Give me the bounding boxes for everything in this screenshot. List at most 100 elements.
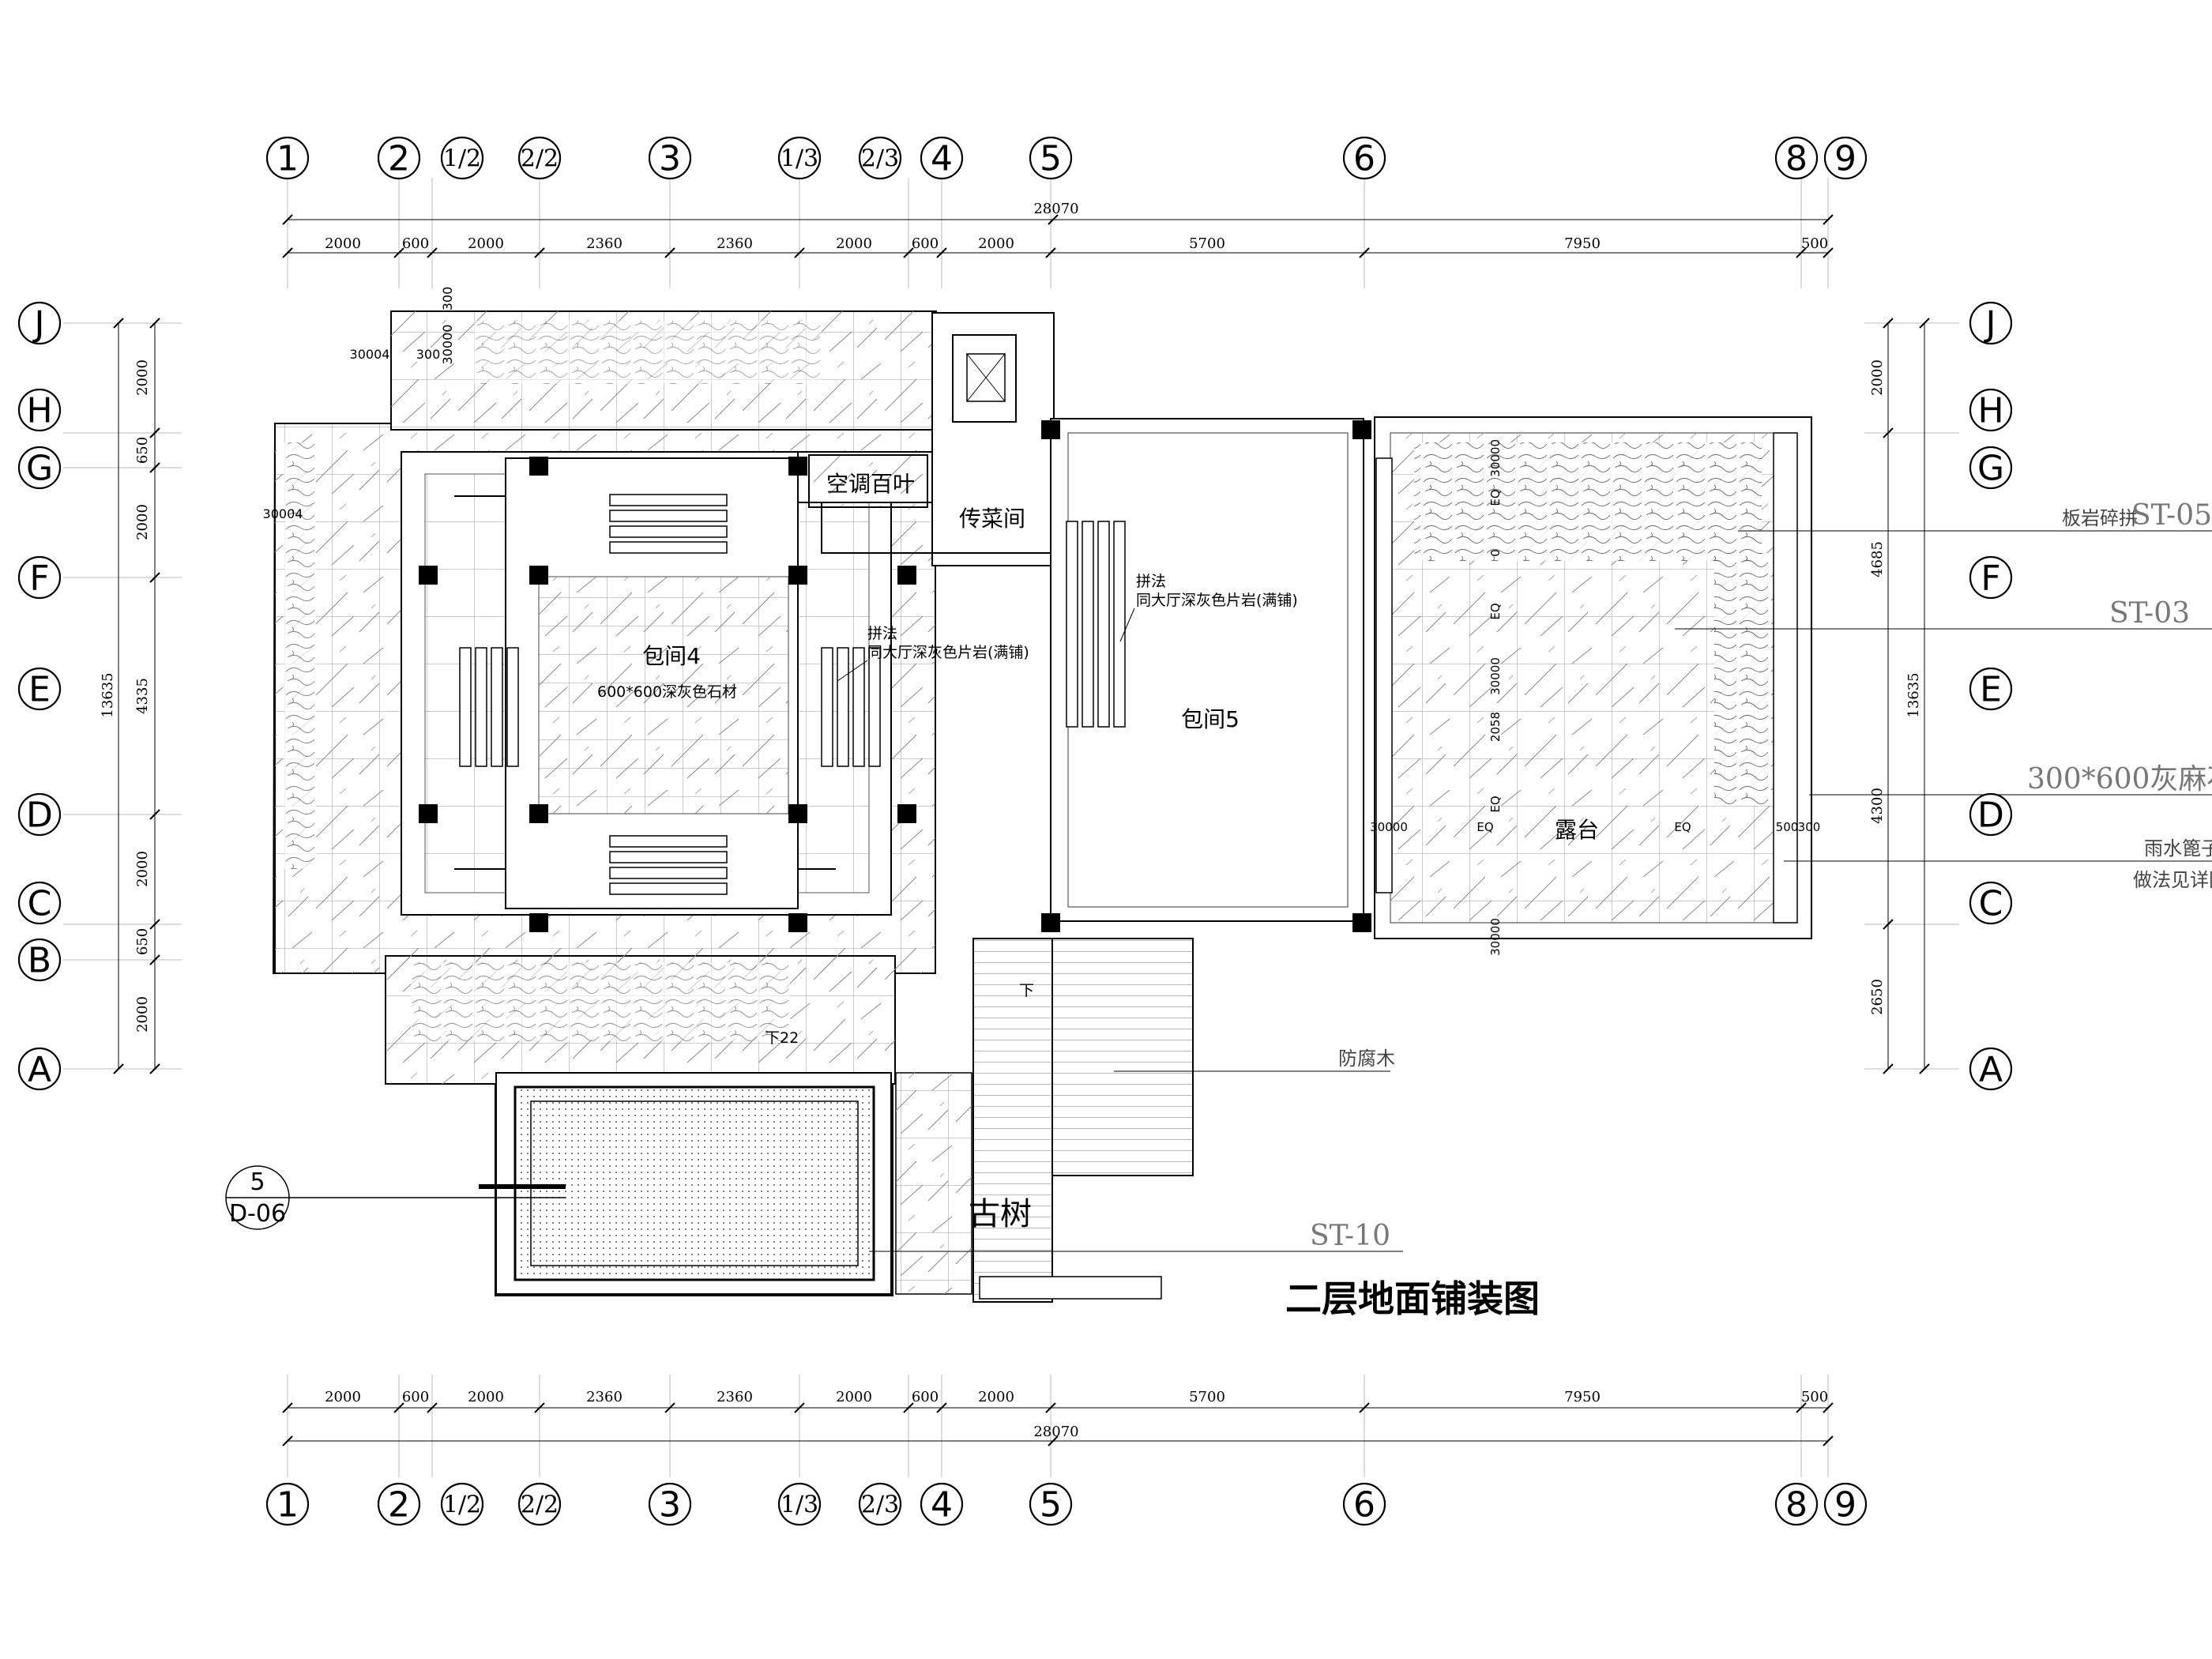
svg-text:EQ: EQ bbox=[1488, 603, 1503, 619]
axis-bubble-top-1-3: 1/3 bbox=[777, 136, 822, 180]
svg-text:A: A bbox=[1979, 1050, 2003, 1090]
svg-text:5: 5 bbox=[1040, 1485, 1062, 1525]
svg-text:6: 6 bbox=[1353, 1485, 1375, 1525]
svg-text:D: D bbox=[1977, 796, 2004, 836]
top-dim-1: 2000 bbox=[325, 235, 361, 252]
top-dim-6: 2000 bbox=[836, 235, 872, 252]
top-dim-2: 600 bbox=[402, 235, 429, 252]
svg-text:2058: 2058 bbox=[1488, 712, 1503, 742]
left-total-dim: 13635 bbox=[100, 672, 116, 717]
left-dim-3: 2000 bbox=[134, 504, 151, 540]
dimension-chain-top: 28070 2000 600 2000 2360 2360 2000 600 2… bbox=[282, 201, 1834, 258]
bottom-dim-8: 2000 bbox=[978, 1389, 1014, 1405]
svg-text:30000: 30000 bbox=[1488, 918, 1503, 956]
axis-bubble-left-B: B bbox=[17, 938, 62, 982]
axis-bubble-bottom-1: 1 bbox=[265, 1482, 310, 1526]
top-dim-3: 2000 bbox=[468, 235, 504, 252]
small-dim-2: 300 bbox=[416, 347, 441, 362]
svg-text:30000: 30000 bbox=[1370, 820, 1408, 834]
svg-text:2/2: 2/2 bbox=[521, 1492, 559, 1519]
svg-text:F: F bbox=[1981, 559, 2000, 599]
svg-text:2: 2 bbox=[388, 139, 410, 179]
building-outline bbox=[272, 310, 1812, 1303]
svg-text:30000: 30000 bbox=[1488, 439, 1503, 477]
svg-text:G: G bbox=[1977, 449, 2004, 489]
small-dim-5: 30004 bbox=[263, 506, 303, 521]
method-note-1-title: 拼法 bbox=[867, 625, 897, 642]
left-dim-7: 2000 bbox=[134, 996, 151, 1033]
svg-text:4: 4 bbox=[931, 139, 953, 179]
svg-text:1: 1 bbox=[276, 1485, 299, 1525]
axis-bubble-top-5: 5 bbox=[1029, 136, 1073, 180]
axis-bubble-left-G: G bbox=[17, 446, 62, 490]
svg-text:8: 8 bbox=[1785, 139, 1808, 179]
svg-text:1/2: 1/2 bbox=[443, 145, 481, 173]
svg-text:EQ: EQ bbox=[1488, 796, 1503, 812]
svg-text:C: C bbox=[1979, 884, 2003, 924]
svg-text:EQ: EQ bbox=[1488, 489, 1503, 506]
bottom-dim-7: 600 bbox=[912, 1389, 939, 1405]
top-total-dim: 28070 bbox=[1033, 201, 1078, 217]
axis-bubble-bottom-6: 6 bbox=[1342, 1482, 1386, 1526]
section-number: 5 bbox=[250, 1168, 265, 1196]
wood-label: 防腐木 bbox=[1338, 1048, 1395, 1070]
old-tree-label: 古树 bbox=[969, 1196, 1032, 1232]
top-dim-5: 2360 bbox=[717, 235, 753, 252]
svg-text:1: 1 bbox=[276, 139, 299, 179]
dimension-chain-left: 13635 2000 650 2000 4335 2000 650 2000 bbox=[100, 318, 160, 1074]
bottom-dim-5: 2360 bbox=[717, 1389, 753, 1405]
right-dim-2: 4685 bbox=[1869, 541, 1886, 577]
svg-text:3: 3 bbox=[659, 1485, 681, 1525]
axis-bubbles: 11221/21/22/22/2331/31/32/32/34455668899… bbox=[17, 136, 2013, 1526]
axis-bubble-left-H: H bbox=[17, 388, 62, 432]
axis-bubble-top-2-2: 2/2 bbox=[517, 136, 562, 180]
st03-code-label: ST-03 bbox=[2109, 597, 2190, 630]
axis-bubble-bottom-8: 8 bbox=[1774, 1482, 1819, 1526]
svg-text:G: G bbox=[26, 449, 53, 489]
axis-bubble-top-8: 8 bbox=[1774, 136, 1819, 180]
down-22-label: 下22 bbox=[765, 1029, 799, 1047]
axis-bubble-bottom-1-3: 1/3 bbox=[777, 1482, 822, 1526]
svg-text:A: A bbox=[28, 1050, 51, 1090]
svg-text:EQ: EQ bbox=[1477, 820, 1493, 834]
svg-text:8: 8 bbox=[1785, 1485, 1808, 1525]
bottom-dim-10: 7950 bbox=[1564, 1389, 1601, 1405]
svg-text:3: 3 bbox=[659, 139, 681, 179]
axis-bubble-top-1: 1 bbox=[265, 136, 310, 180]
svg-text:2/3: 2/3 bbox=[861, 145, 899, 173]
right-dim-1: 2000 bbox=[1869, 359, 1886, 396]
axis-bubble-right-G: G bbox=[1969, 446, 2013, 490]
svg-text:9: 9 bbox=[1834, 139, 1856, 179]
svg-text:D: D bbox=[26, 796, 53, 836]
bottom-dim-11: 500 bbox=[1801, 1389, 1828, 1405]
axis-bubble-right-C: C bbox=[1969, 881, 2013, 925]
left-dim-2: 650 bbox=[134, 437, 151, 464]
st05-code-label: ST-05 bbox=[2131, 499, 2212, 532]
top-dim-10: 7950 bbox=[1564, 235, 1601, 252]
axis-bubble-right-D: D bbox=[1969, 792, 2013, 837]
right-dim-4: 2650 bbox=[1869, 979, 1886, 1015]
svg-text:H: H bbox=[26, 391, 52, 431]
svg-text:300: 300 bbox=[1798, 820, 1821, 834]
axis-bubble-left-C: C bbox=[17, 881, 62, 925]
left-dim-5: 2000 bbox=[134, 851, 151, 887]
svg-text:4: 4 bbox=[931, 1485, 953, 1525]
axis-bubble-left-D: D bbox=[17, 792, 62, 837]
axis-bubble-top-2: 2 bbox=[377, 136, 421, 180]
axis-bubble-left-A: A bbox=[17, 1047, 62, 1091]
axis-bubble-left-E: E bbox=[17, 667, 62, 711]
axis-bubble-bottom-9: 9 bbox=[1823, 1482, 1868, 1526]
section-mark: 5 D-06 bbox=[225, 1165, 566, 1230]
axis-bubble-right-F: F bbox=[1969, 555, 2013, 600]
top-dim-7: 600 bbox=[912, 235, 939, 252]
small-dim-1: 30004 bbox=[350, 347, 390, 362]
svg-text:E: E bbox=[28, 670, 51, 710]
axis-bubble-bottom-3: 3 bbox=[648, 1482, 692, 1526]
left-dim-1: 2000 bbox=[134, 359, 151, 396]
st05-cn-label: 板岩碎拼 bbox=[2062, 507, 2138, 529]
top-dim-11: 500 bbox=[1801, 235, 1828, 252]
svg-text:5: 5 bbox=[1040, 139, 1062, 179]
section-sheet: D-06 bbox=[229, 1200, 286, 1228]
svg-text:B: B bbox=[28, 941, 51, 981]
